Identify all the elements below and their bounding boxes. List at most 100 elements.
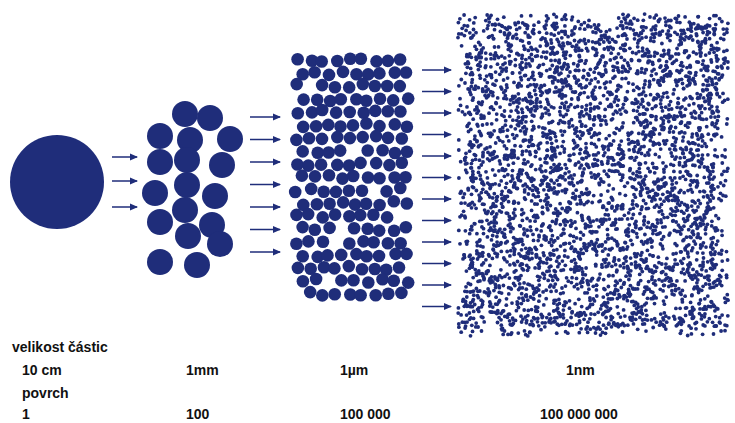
particle xyxy=(604,137,608,141)
particle xyxy=(297,121,310,134)
particle xyxy=(723,148,727,152)
particle xyxy=(573,220,577,224)
arrow xyxy=(422,284,451,286)
particle xyxy=(704,245,708,249)
particle xyxy=(147,123,173,149)
arrow xyxy=(422,91,451,93)
particle xyxy=(343,237,356,250)
particle xyxy=(592,88,596,92)
arrow xyxy=(422,263,451,265)
particle xyxy=(505,260,509,264)
particle xyxy=(382,105,395,118)
particle xyxy=(638,38,642,42)
particle xyxy=(584,107,588,111)
particle xyxy=(608,40,612,44)
particle xyxy=(334,144,347,157)
particle xyxy=(388,195,401,208)
particle xyxy=(486,176,490,180)
particle xyxy=(566,255,570,259)
particle xyxy=(529,14,533,18)
particle xyxy=(513,276,517,280)
particle xyxy=(696,154,700,158)
particle xyxy=(544,56,548,60)
particle xyxy=(509,109,513,113)
particle xyxy=(625,233,629,237)
particle xyxy=(657,155,661,159)
particle xyxy=(401,145,414,158)
particle xyxy=(660,42,664,46)
particle xyxy=(653,205,657,209)
particle xyxy=(147,249,173,275)
particle xyxy=(608,58,612,62)
arrow xyxy=(250,116,280,118)
particle xyxy=(474,31,478,35)
particle xyxy=(627,81,631,85)
particle xyxy=(337,66,350,79)
particle xyxy=(337,196,350,209)
particle xyxy=(713,250,717,254)
particle xyxy=(725,250,729,254)
particle xyxy=(579,247,583,251)
particle xyxy=(623,184,627,188)
particle xyxy=(518,224,522,228)
particle xyxy=(532,23,536,27)
particle xyxy=(401,120,414,133)
particle xyxy=(474,206,478,210)
medium-particles xyxy=(142,101,243,278)
particle xyxy=(608,28,612,32)
particle xyxy=(563,163,567,167)
particle xyxy=(310,120,323,133)
particle xyxy=(457,306,461,310)
particle xyxy=(540,55,544,59)
particle xyxy=(480,191,484,195)
particle xyxy=(630,59,634,63)
particle xyxy=(396,132,409,145)
particle xyxy=(720,249,724,253)
particle xyxy=(539,328,543,332)
particle xyxy=(597,181,601,185)
particle xyxy=(484,170,488,174)
particle xyxy=(554,289,558,293)
particle xyxy=(458,242,462,246)
arrow xyxy=(422,69,451,71)
particle xyxy=(560,286,564,290)
particle xyxy=(321,249,334,262)
particle xyxy=(567,154,571,158)
particle xyxy=(369,105,382,118)
particle xyxy=(503,227,507,231)
particle xyxy=(605,97,609,101)
particle xyxy=(534,309,538,313)
particle xyxy=(518,71,522,75)
particle xyxy=(489,65,493,69)
particle xyxy=(540,170,544,174)
particle xyxy=(608,80,612,84)
particle xyxy=(632,17,636,21)
particle xyxy=(502,234,506,238)
particle xyxy=(388,224,401,237)
particle xyxy=(706,320,710,324)
particle xyxy=(684,306,688,310)
arrow xyxy=(112,156,137,158)
particle xyxy=(511,34,515,38)
particle xyxy=(492,248,496,252)
particle xyxy=(394,182,407,195)
particle xyxy=(623,213,627,217)
particle xyxy=(625,26,629,30)
particle xyxy=(323,69,336,82)
particle xyxy=(698,190,702,194)
particle xyxy=(498,105,502,109)
particle xyxy=(627,138,631,142)
particle xyxy=(677,191,681,195)
particle xyxy=(503,235,507,239)
particle xyxy=(614,263,618,267)
particle xyxy=(509,287,513,291)
particle xyxy=(668,147,672,151)
particle xyxy=(348,222,361,235)
particle xyxy=(625,110,629,114)
particle xyxy=(675,181,679,185)
particle xyxy=(527,49,531,53)
particle xyxy=(316,104,329,117)
particle xyxy=(713,324,717,328)
particle xyxy=(517,288,521,292)
particle xyxy=(207,231,233,257)
